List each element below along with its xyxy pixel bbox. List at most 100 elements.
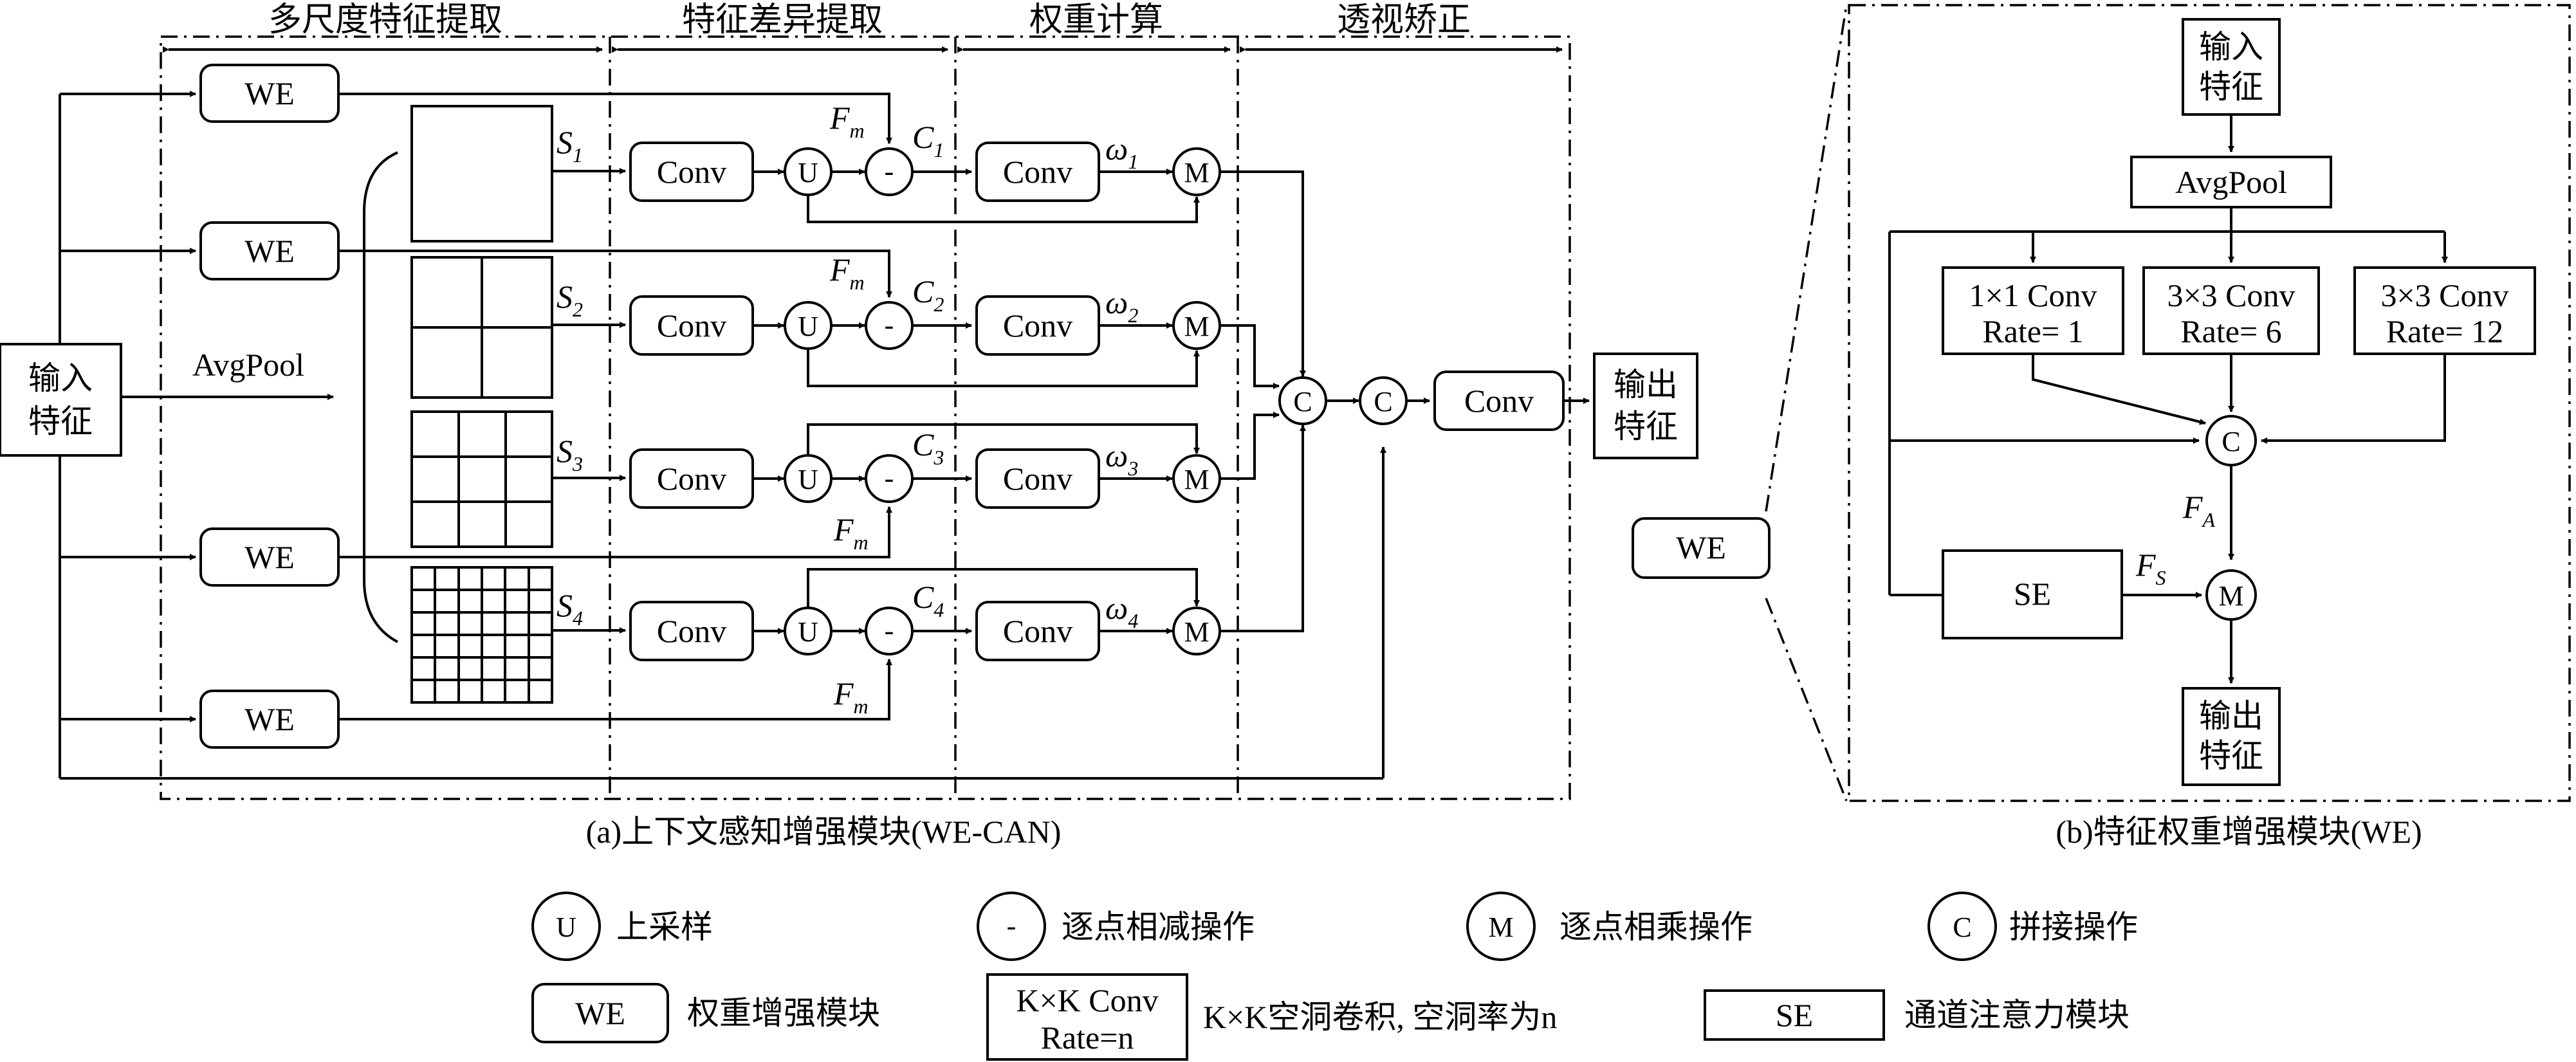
- legend-kk-text: K×K空洞卷积, 空洞率为n: [1203, 999, 1557, 1035]
- conv-weight-label-1: Conv: [1003, 154, 1072, 190]
- input-label-2: 特征: [28, 403, 93, 439]
- b-multiply-label: M: [2218, 580, 2243, 612]
- b-avgpool-label: AvgPool: [2175, 164, 2287, 200]
- c2-label: C2: [912, 273, 944, 316]
- conv-weight-2: Conv: [975, 295, 1100, 356]
- legend-we-symbol: WE: [575, 995, 625, 1031]
- multiply-op-3: M: [1172, 454, 1221, 503]
- b-se-box: [1942, 549, 2123, 639]
- b-concat-op: C: [2205, 415, 2257, 466]
- subtract-op-3: -: [865, 454, 914, 503]
- we-label-4: WE: [244, 701, 295, 737]
- header-multiscale: 多尺度特征提取: [268, 2, 502, 39]
- upsample-op-1: U: [784, 147, 833, 196]
- caption-b: (b)特征权重增强模块(WE): [2056, 814, 2422, 850]
- grid-s3: [410, 410, 553, 548]
- legend-concat-symbol: C: [1953, 911, 1971, 943]
- multiply-op-label-2: M: [1184, 311, 1209, 342]
- input-trunk: [59, 91, 1386, 780]
- legend-kk-conv: K×K Conv Rate=n K×K空洞卷积, 空洞率为n: [986, 973, 1557, 1061]
- b-conv3-line2: Rate= 12: [2386, 313, 2503, 349]
- s2-label: S2: [557, 279, 583, 321]
- conv-weight-3: Conv: [975, 448, 1100, 509]
- fs-label: FS: [2135, 547, 2166, 589]
- omega4-label: ω4: [1105, 590, 1138, 632]
- legend-we: WE 权重增强模块: [531, 983, 880, 1043]
- minus-to-conv-arrows: [912, 169, 972, 634]
- conv-diff-3: Conv: [629, 448, 754, 509]
- we-label-2: WE: [244, 233, 295, 269]
- b-se-label: SE: [2014, 576, 2051, 612]
- b-conv1-line2: Rate= 1: [1982, 313, 2083, 349]
- subtract-op-label-2: -: [885, 309, 894, 341]
- multiply-op-label-3: M: [1184, 464, 1209, 495]
- b-conv-1x1: 1×1 Conv Rate= 1: [1942, 266, 2124, 355]
- input-label-1: 输入: [28, 360, 93, 396]
- multiply-op-4: M: [1172, 607, 1221, 655]
- subtract-op-label-1: -: [885, 156, 894, 187]
- b-input-label-1: 输入: [2199, 29, 2263, 65]
- legend-kk-line2: Rate=n: [1041, 1020, 1134, 1056]
- conv-to-m-arrows: [1099, 169, 1173, 634]
- fm-label-2: Fm: [829, 252, 865, 294]
- subtract-op-4: -: [865, 607, 914, 655]
- u-to-minus-arrows: [831, 169, 865, 634]
- c3-label: C3: [912, 426, 944, 469]
- part-b-frame: [1848, 4, 2571, 802]
- b-conv3-line1: 3×3 Conv: [2380, 277, 2508, 313]
- conv-weight-label-4: Conv: [1003, 613, 1072, 649]
- b-output-label-1: 输出: [2199, 698, 2263, 734]
- b-conv1-line1: 1×1 Conv: [1969, 277, 2097, 313]
- conv-diff-label-4: Conv: [657, 613, 726, 649]
- legend-se-text: 通道注意力模块: [1904, 997, 2130, 1033]
- conv-weight-1: Conv: [975, 142, 1100, 202]
- upsample-op-2: U: [784, 301, 833, 350]
- legend-upsample-text: 上采样: [616, 909, 713, 945]
- part-b: WE 输入 特征 AvgPool 1×1 Conv Rate= 1: [1632, 4, 2571, 850]
- part-a: 多尺度特征提取 特征差异提取 权重计算 透视矫正 输入 特征 AvgPool W…: [0, 2, 1698, 850]
- legend-upsample-symbol: U: [556, 911, 576, 943]
- b-concat-label: C: [2222, 426, 2240, 457]
- output-label-1: 输出: [1614, 367, 1678, 403]
- concat-op-2: C: [1359, 376, 1408, 425]
- we-detail-label: WE: [1676, 529, 1726, 565]
- s1-label: S1: [557, 124, 583, 167]
- b-avgpool-box: [2130, 156, 2332, 208]
- b-output-box: [2182, 687, 2281, 786]
- conv-diff-label-3: Conv: [657, 461, 726, 497]
- avgpool-label: AvgPool: [192, 347, 304, 383]
- b-input-label-2: 特征: [2199, 69, 2263, 105]
- subtract-op-1: -: [865, 147, 914, 196]
- legend-multiply-symbol: M: [1488, 911, 1513, 943]
- grid-s4: [410, 566, 553, 704]
- b-branch-lines: [1888, 207, 2448, 596]
- b-conv-3x3-r12: 3×3 Conv Rate= 12: [2353, 266, 2536, 355]
- s4-label: S4: [557, 587, 583, 630]
- zoom-line-top: [1765, 5, 1848, 512]
- legend-we-text: 权重增强模块: [687, 995, 880, 1031]
- conv-diff-2: Conv: [629, 295, 754, 356]
- omega1-label: ω1: [1105, 131, 1138, 173]
- concat-op-label-2: C: [1374, 386, 1392, 417]
- multiply-op-label-1: M: [1184, 157, 1209, 188]
- fm-label-3: Fm: [833, 511, 869, 554]
- subtract-op-label-4: -: [885, 615, 894, 646]
- conv-final: Conv: [1433, 371, 1565, 431]
- we-to-subtract-lines: [338, 93, 892, 720]
- legend-concat: C 拼接操作: [1927, 892, 2138, 961]
- grid-s2: [410, 256, 553, 399]
- conv-weight-label-2: Conv: [1003, 307, 1072, 343]
- scale-brace: [363, 151, 398, 643]
- legend-se-symbol: SE: [1776, 997, 1813, 1033]
- fm-label-1: Fm: [829, 100, 865, 142]
- legend: U 上采样 - 逐点相减操作 M 逐点相乘操作 C 拼接操作 WE 权重增强模块…: [531, 892, 2138, 1061]
- subtract-op-2: -: [865, 301, 914, 350]
- b-input-box: [2182, 18, 2281, 116]
- b-multiply-op: M: [2205, 569, 2257, 621]
- subtract-op-label-3: -: [885, 462, 894, 494]
- upsample-op-4: U: [784, 607, 833, 655]
- we-label-1: WE: [244, 75, 295, 111]
- we-box-detail: WE: [1632, 517, 1771, 579]
- upsample-skip-lines: [807, 195, 1200, 608]
- multiply-op-label-4: M: [1184, 616, 1209, 648]
